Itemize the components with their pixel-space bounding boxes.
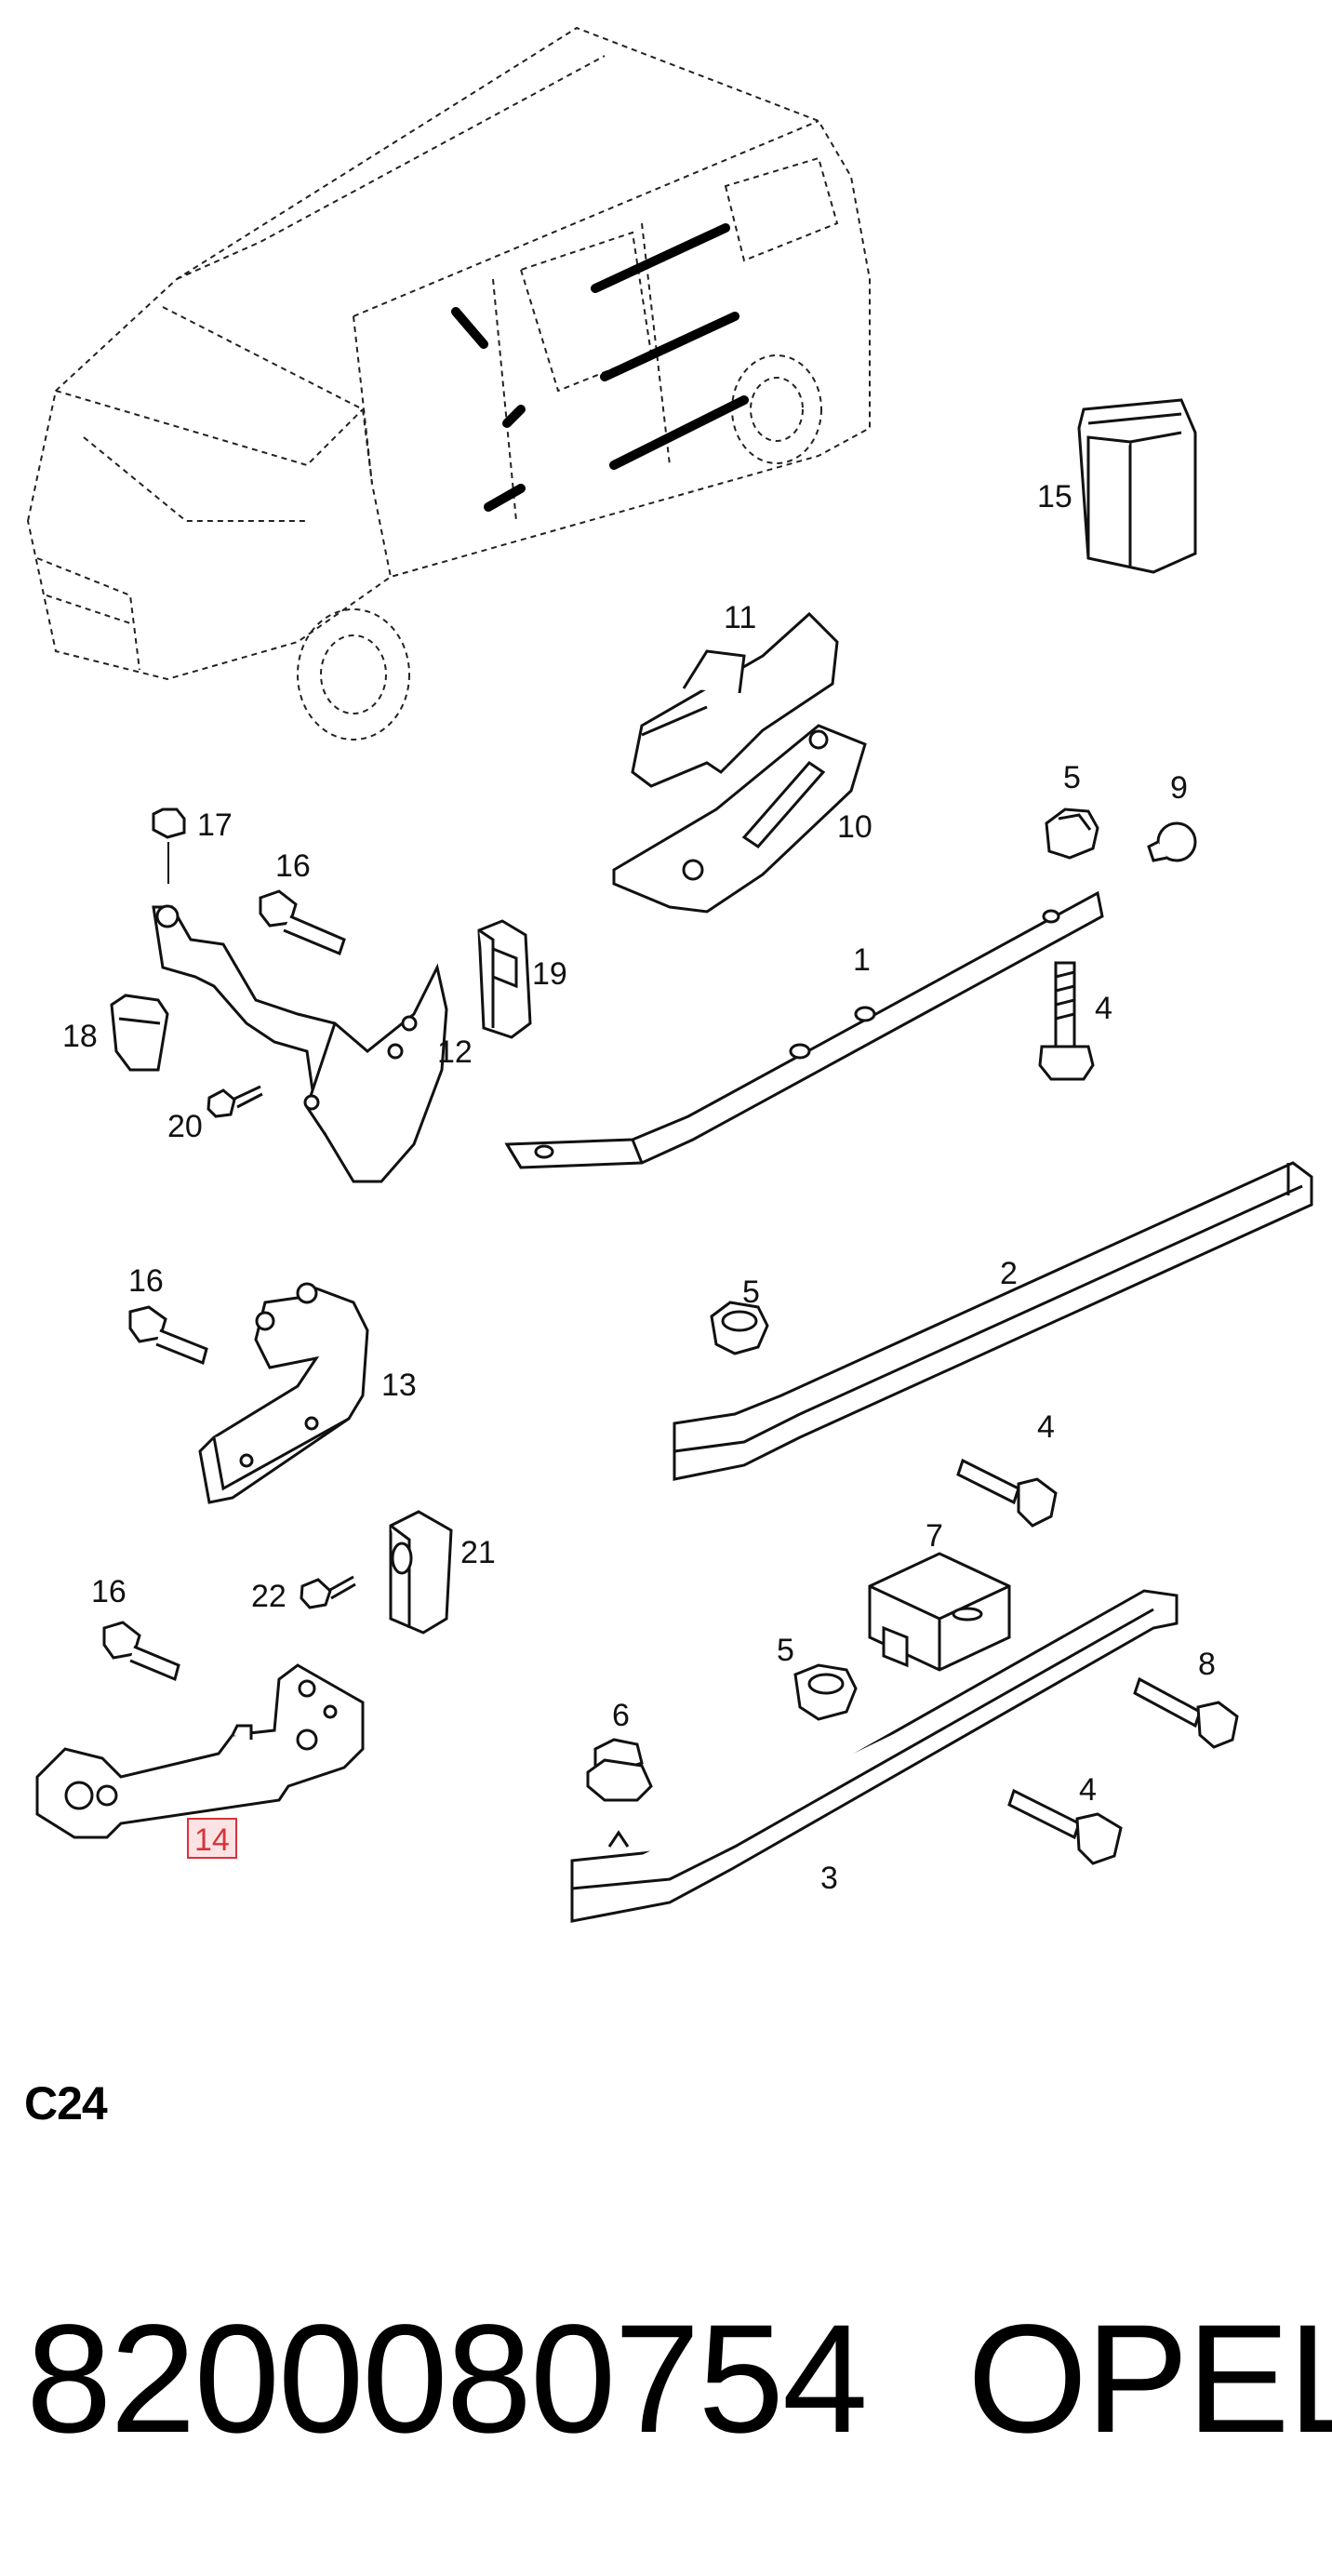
section-code: C24 xyxy=(24,2077,108,2129)
part-15-cap xyxy=(1077,398,1197,574)
part-13-guide xyxy=(198,1282,369,1504)
part-4-bolt-low xyxy=(1007,1788,1123,1865)
callout-16: 16 xyxy=(275,848,311,884)
brand-name: OPEL xyxy=(967,2293,1332,2465)
callout-16: 16 xyxy=(91,1574,127,1609)
part-9-plug xyxy=(1147,821,1197,862)
callout-8: 8 xyxy=(1198,1647,1216,1682)
part-16-bolt-top xyxy=(259,889,346,956)
callout-18: 18 xyxy=(62,1019,98,1054)
part-8-bolt xyxy=(1133,1676,1239,1749)
van-rails xyxy=(451,223,749,512)
part-20-screw xyxy=(206,1085,263,1118)
part-16-bolt-mid xyxy=(128,1305,208,1366)
part-6-nut xyxy=(586,1738,653,1802)
callout-2: 2 xyxy=(1000,1256,1018,1291)
callout-12: 12 xyxy=(437,1034,473,1070)
part-14-arm xyxy=(35,1663,365,1839)
part-2-rail xyxy=(673,1161,1313,1481)
callout-10: 10 xyxy=(837,809,872,845)
callout-7: 7 xyxy=(926,1518,943,1554)
callout-9: 9 xyxy=(1170,770,1188,806)
callout-labels: 15 11 5 9 10 17 16 1 4 19 18 12 20 16 2 … xyxy=(62,479,1216,1896)
part-18-pad xyxy=(110,994,169,1072)
callout-15: 15 xyxy=(1037,479,1072,514)
part-19-block xyxy=(477,919,532,1039)
callout-4: 4 xyxy=(1079,1772,1097,1808)
callout-17: 17 xyxy=(197,808,233,843)
part-number: 8200080754 xyxy=(26,2293,868,2465)
callout-22: 22 xyxy=(251,1579,286,1614)
part-5-nut-top xyxy=(1045,808,1099,860)
part-16-bolt-low xyxy=(102,1621,180,1682)
callout-5: 5 xyxy=(1063,760,1081,795)
callout-1: 1 xyxy=(853,942,871,978)
callout-5: 5 xyxy=(742,1275,760,1310)
part-7-clamp xyxy=(868,1552,1011,1672)
callout-19: 19 xyxy=(532,956,567,992)
callout-20: 20 xyxy=(167,1109,203,1144)
callout-6: 6 xyxy=(612,1698,630,1733)
callout-14-highlight xyxy=(187,1818,237,1859)
callout-4: 4 xyxy=(1095,991,1112,1026)
callout-14: 14 xyxy=(194,1822,230,1858)
exploded-parts-diagram: 15 11 5 9 10 17 16 1 4 19 18 12 20 16 2 … xyxy=(26,26,1313,1923)
callout-16: 16 xyxy=(128,1263,164,1299)
callout-21: 21 xyxy=(460,1535,496,1570)
part-12-bracket xyxy=(152,904,448,1183)
callout-13: 13 xyxy=(381,1368,417,1403)
part-5-nut-low xyxy=(793,1663,858,1721)
part-11-bracket xyxy=(631,611,839,788)
part-4-bolt-top xyxy=(1038,961,1095,1081)
part-10-arm xyxy=(612,724,867,914)
part-1-rail xyxy=(504,890,1104,1169)
part-22-screw xyxy=(300,1575,356,1609)
part-4-bolt-mid xyxy=(956,1458,1058,1528)
callout-5: 5 xyxy=(777,1633,794,1668)
callout-3: 3 xyxy=(820,1861,838,1896)
part-5-nut-mid xyxy=(710,1301,769,1355)
part-21-block xyxy=(389,1510,453,1635)
callout-11: 11 xyxy=(724,600,756,635)
part-3-rail xyxy=(570,1589,1179,1923)
callout-4: 4 xyxy=(1037,1409,1055,1445)
part-17-nut xyxy=(152,808,186,884)
